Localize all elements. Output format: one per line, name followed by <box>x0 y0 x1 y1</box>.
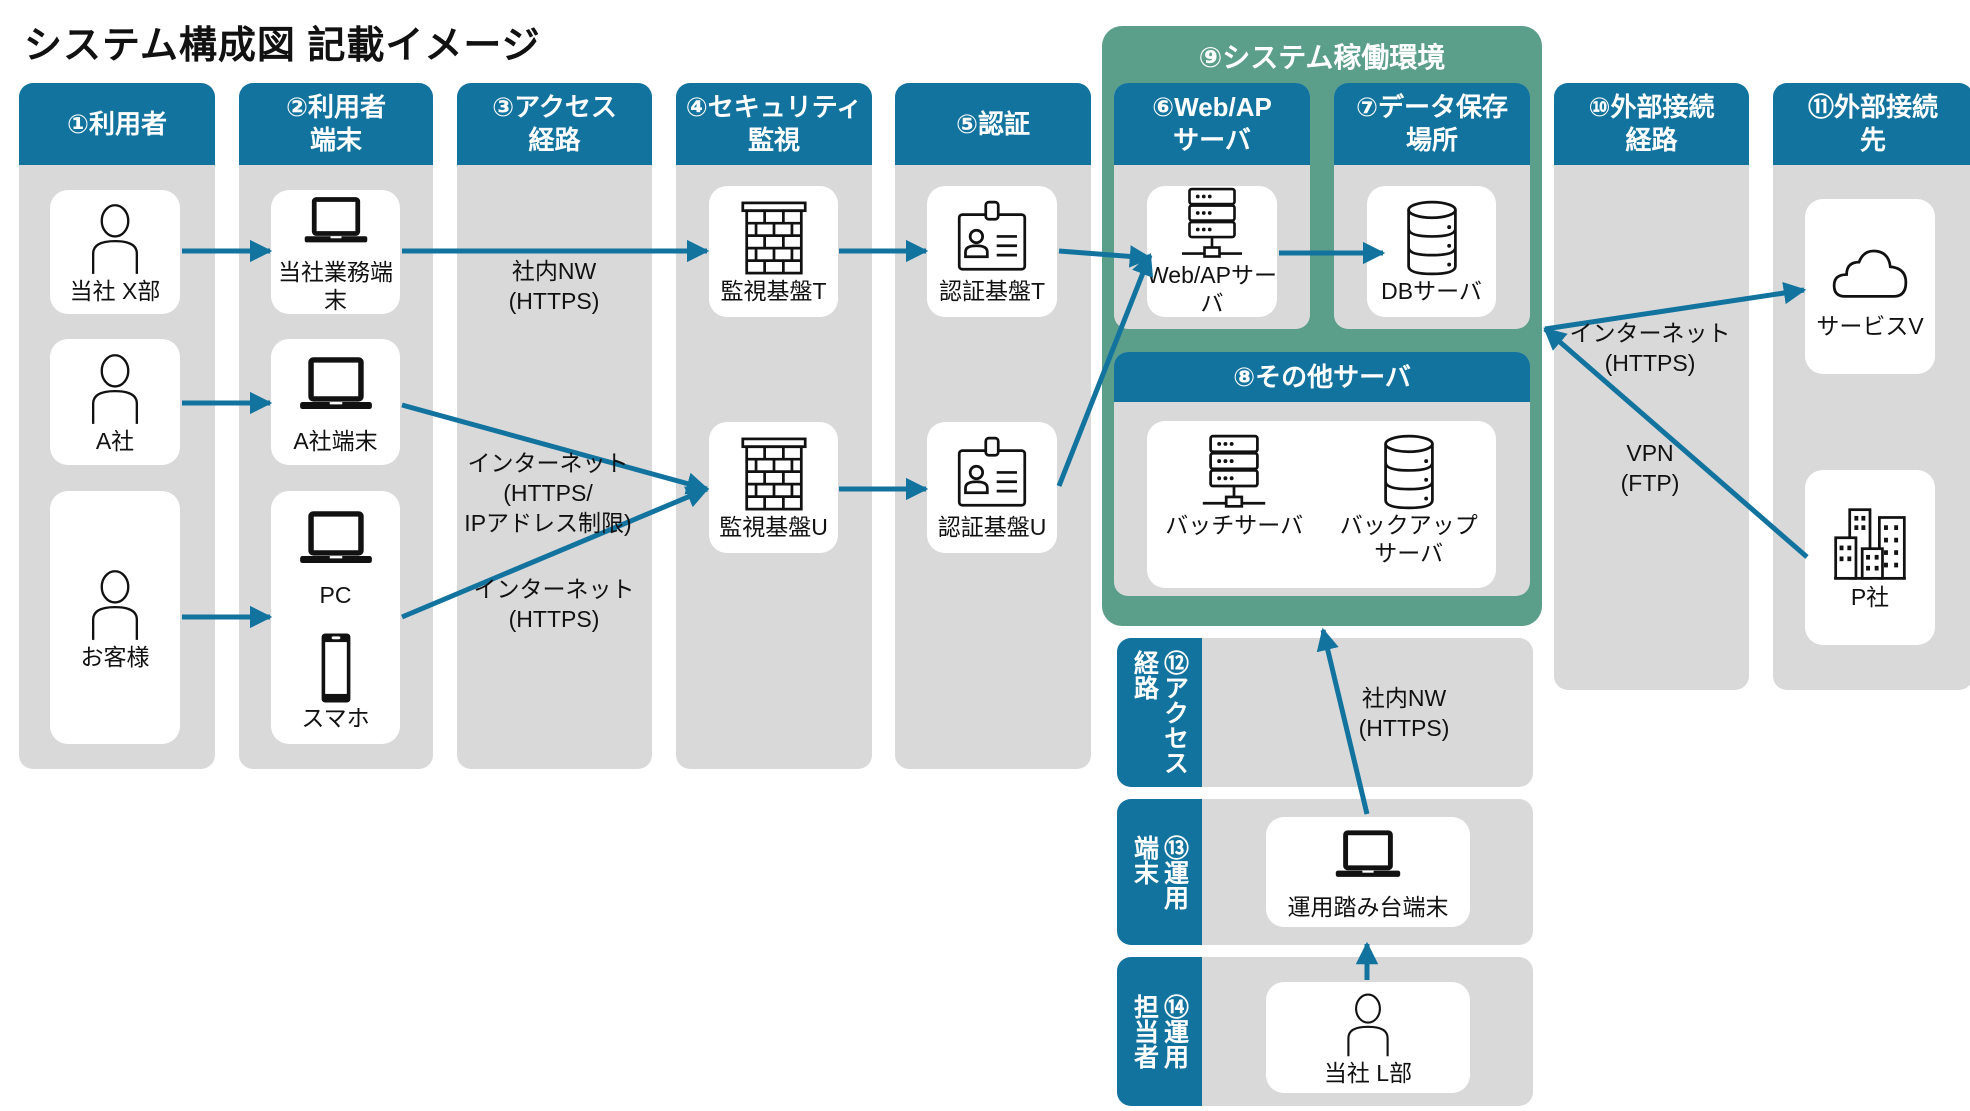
lane-header: ④セキュリティ 監視 <box>676 83 872 165</box>
node-db-server[interactable]: DBサーバ <box>1367 186 1496 317</box>
edge-label-vpn: VPN (FTP) <box>1620 440 1680 496</box>
node-monitor-u[interactable]: 監視基盤U <box>709 422 838 553</box>
row-header: ⑬運用 端末 <box>1117 799 1202 945</box>
node-customer-devices[interactable]: PC スマホ <box>271 491 400 744</box>
node-label: DBサーバ <box>1381 277 1482 304</box>
node-label: 運用踏み台端末 <box>1287 894 1449 920</box>
ops-access-route-row: ⑫アクセス 経路 <box>1117 638 1533 787</box>
node-service-v[interactable]: サービスV <box>1805 199 1935 374</box>
node-label: 認証基盤T <box>938 277 1046 304</box>
node-label: A社 <box>95 428 135 454</box>
node-auth-u[interactable]: 認証基盤U <box>927 422 1057 553</box>
node-pc[interactable]: PC <box>297 503 375 609</box>
lane-access-route: ③アクセス 経路 <box>457 83 652 769</box>
row-header: ⑫アクセス 経路 <box>1117 638 1202 787</box>
node-label: 監視基盤U <box>719 513 828 540</box>
edge-label-internet-external: インターネット (HTTPS) <box>1569 320 1731 376</box>
node-smartphone[interactable]: スマホ <box>300 632 372 732</box>
node-ops-user[interactable]: 当社 L部 <box>1266 982 1470 1093</box>
edge-label-internal-nw: 社内NW (HTTPS) <box>508 258 600 314</box>
node-label: A社端末 <box>293 428 378 454</box>
lane-header: ⑦データ保存 場所 <box>1334 83 1530 165</box>
arrow-autht-to-web <box>1058 245 1153 268</box>
node-user-a[interactable]: A社 <box>50 339 180 465</box>
node-monitor-t[interactable]: 監視基盤T <box>709 186 838 317</box>
row-header: ⑭運用 担当者 <box>1117 957 1202 1106</box>
edge-label-internet-customer: インターネット (HTTPS) <box>473 576 635 632</box>
node-office-terminal[interactable]: 当社業務端末 <box>271 190 400 314</box>
node-label: 当社 L部 <box>1323 1059 1413 1086</box>
arrow-p-to-env <box>1543 327 1809 559</box>
lane-header: ⑧その他サーバ <box>1114 352 1530 402</box>
node-web-ap-server[interactable]: Web/APサーバ <box>1147 186 1277 317</box>
node-label: 当社 X部 <box>69 278 161 304</box>
lane-header: ③アクセス 経路 <box>457 83 652 165</box>
node-company-p[interactable]: P社 <box>1805 470 1935 645</box>
node-label: バックアップ サーバ <box>1339 512 1478 566</box>
page-title: システム構成図 記載イメージ <box>24 25 541 67</box>
node-label: お客様 <box>80 643 150 670</box>
arrow-authu-to-web <box>1056 252 1154 487</box>
arrow-pc-to-monu <box>401 486 710 620</box>
lane-header: ①利用者 <box>19 83 215 165</box>
arrow-ops-to-env <box>1316 627 1370 815</box>
lane-header: ⑤認証 <box>895 83 1091 165</box>
edge-label-ops-nw: 社内NW (HTTPS) <box>1358 685 1450 741</box>
edge-label-internet-ip: インターネット (HTTPS/ IPアドレス制限) <box>464 450 632 536</box>
node-ops-terminal[interactable]: 運用踏み台端末 <box>1266 817 1470 927</box>
arrow-aterm-to-monu <box>401 402 710 495</box>
node-label: 監視基盤T <box>720 277 827 304</box>
arrow-env-to-service-v <box>1544 281 1807 332</box>
lane-header: ⑩外部接続 経路 <box>1554 83 1749 165</box>
node-user-x[interactable]: 当社 X部 <box>50 190 180 314</box>
other-servers-card: バッチサーバ バックアップ サーバ <box>1147 421 1496 588</box>
lane-external-route: ⑩外部接続 経路 <box>1554 83 1749 690</box>
lane-header: ⑥Web/AP サーバ <box>1114 83 1310 165</box>
node-label: 当社業務端末 <box>278 259 393 313</box>
node-label: スマホ <box>301 705 370 732</box>
node-label: バッチサーバ <box>1165 512 1304 538</box>
environment-title: ⑨システム稼働環境 <box>1198 42 1446 73</box>
node-backup-server[interactable]: バックアップ サーバ <box>1340 433 1478 567</box>
lane-header: ②利用者 端末 <box>239 83 433 165</box>
node-label: P社 <box>1850 583 1890 610</box>
node-auth-t[interactable]: 認証基盤T <box>927 186 1057 317</box>
node-a-terminal[interactable]: A社端末 <box>271 339 400 465</box>
lane-header: ⑪外部接続 先 <box>1773 83 1970 165</box>
node-batch-server[interactable]: バッチサーバ <box>1165 433 1303 539</box>
node-customer[interactable]: お客様 <box>50 491 180 744</box>
node-label: PC <box>319 581 352 608</box>
node-label: 認証基盤U <box>937 513 1047 540</box>
node-label: サービスV <box>1816 312 1924 339</box>
node-label: Web/APサーバ <box>1147 262 1277 316</box>
